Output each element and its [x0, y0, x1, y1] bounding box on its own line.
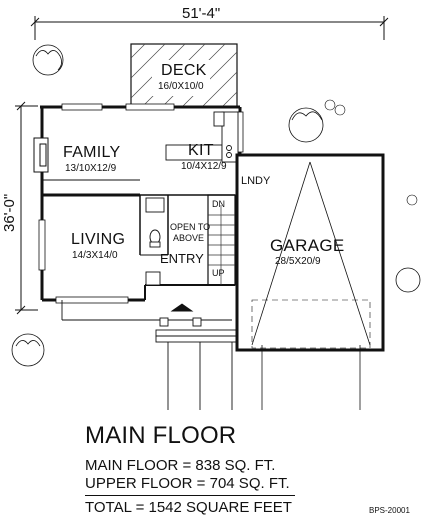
tree-bottom-left: [11, 333, 45, 367]
stair-treads: [208, 205, 235, 285]
deck-size: 16/0X10/0: [158, 81, 204, 92]
lndy-label: LNDY: [241, 175, 271, 187]
garage: [235, 153, 385, 410]
open-to-above-line2: ABOVE: [173, 233, 205, 243]
family-size: 13/10X12/9: [65, 163, 117, 174]
deck-label: DECK: [161, 62, 207, 79]
living-label: LIVING: [71, 231, 126, 248]
living-size: 14/3X14/0: [72, 250, 118, 261]
tree-top-left: [32, 44, 64, 76]
open-to-above-line1: OPEN TO: [170, 222, 211, 232]
upper-floor-area: UPPER FLOOR = 704 SQ. FT.: [85, 475, 290, 492]
kit-size: 10/4X12/9: [181, 161, 227, 172]
overall-depth-dimension: 36'-0": [1, 193, 18, 232]
top-dimension-line: [30, 16, 389, 40]
kit-label: KIT: [188, 142, 214, 159]
landscape-trees: [11, 44, 421, 367]
plan-number: BPS-20001: [369, 506, 410, 515]
fireplace: [33, 137, 49, 173]
floor-title: MAIN FLOOR: [85, 422, 237, 449]
garage-label: GARAGE: [270, 236, 345, 255]
total-rule: [85, 495, 295, 496]
tree-right: [288, 107, 324, 143]
porch: [61, 271, 237, 410]
stair-down-label: DN: [212, 199, 225, 209]
deck: [130, 43, 238, 108]
left-dimension-line: [15, 101, 38, 315]
overall-width-dimension: 51'-4": [182, 5, 221, 22]
main-floor-area: MAIN FLOOR = 838 SQ. FT.: [85, 457, 276, 474]
tree-far-right: [395, 267, 421, 293]
entry-label: ENTRY: [160, 251, 204, 266]
windows: [38, 103, 244, 304]
family-label: FAMILY: [63, 144, 121, 161]
garage-size: 28/5X20/9: [275, 256, 321, 267]
total-area: TOTAL = 1542 SQUARE FEET: [85, 499, 292, 516]
powder-room: [145, 197, 165, 248]
stair-up-label: UP: [212, 268, 225, 278]
shrub-cluster-right: [324, 99, 418, 206]
